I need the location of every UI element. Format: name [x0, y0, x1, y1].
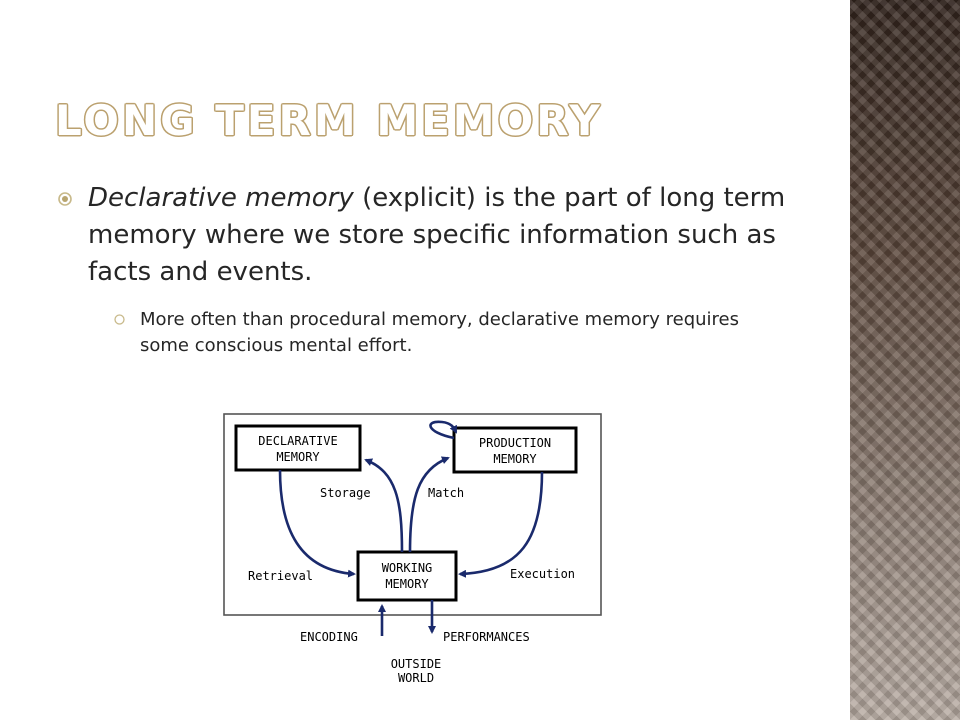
label-execution: Execution [510, 567, 575, 581]
circle-bullet-icon [58, 192, 72, 206]
memory-model-diagram: DECLARATIVE MEMORY PRODUCTION MEMORY WOR… [223, 413, 602, 685]
label-encoding: ENCODING [300, 630, 358, 644]
bullet-1-rest: is the part of long term memory where we… [88, 183, 786, 287]
working-box-line1: WORKING [382, 561, 433, 575]
decorative-side-strip [850, 0, 960, 720]
bullet-2-text: More often than procedural memory, decla… [140, 309, 739, 356]
term-declarative-memory: Declarative memory [88, 183, 354, 213]
outside-world-line1: OUTSIDE [391, 657, 442, 671]
term-qualifier: (explicit) [362, 183, 476, 213]
match-arrow [408, 456, 450, 553]
execution-arrow [458, 471, 544, 578]
label-match: Match [428, 486, 464, 500]
production-loop-arrow [429, 420, 458, 440]
declarative-box-line1: DECLARATIVE [258, 434, 337, 448]
outside-world-line2: WORLD [398, 671, 434, 685]
retrieval-arrow [278, 469, 356, 578]
production-memory-box [452, 426, 578, 474]
bullet-1-text: Declarative memory (explicit) is the par… [88, 180, 788, 291]
production-box-line2: MEMORY [493, 452, 537, 466]
label-storage: Storage [320, 486, 371, 500]
working-memory-box [356, 550, 458, 602]
declarative-box-line2: MEMORY [276, 450, 320, 464]
label-retrieval: Retrieval [248, 569, 313, 583]
production-box-line1: PRODUCTION [479, 436, 551, 450]
storage-arrow [364, 458, 404, 553]
declarative-memory-box [234, 424, 362, 472]
ring-bullet-icon [114, 314, 125, 325]
slide-title: Long Term Memory [55, 96, 603, 145]
label-performances: PERFORMANCES [443, 630, 530, 644]
working-box-line2: MEMORY [385, 577, 429, 591]
